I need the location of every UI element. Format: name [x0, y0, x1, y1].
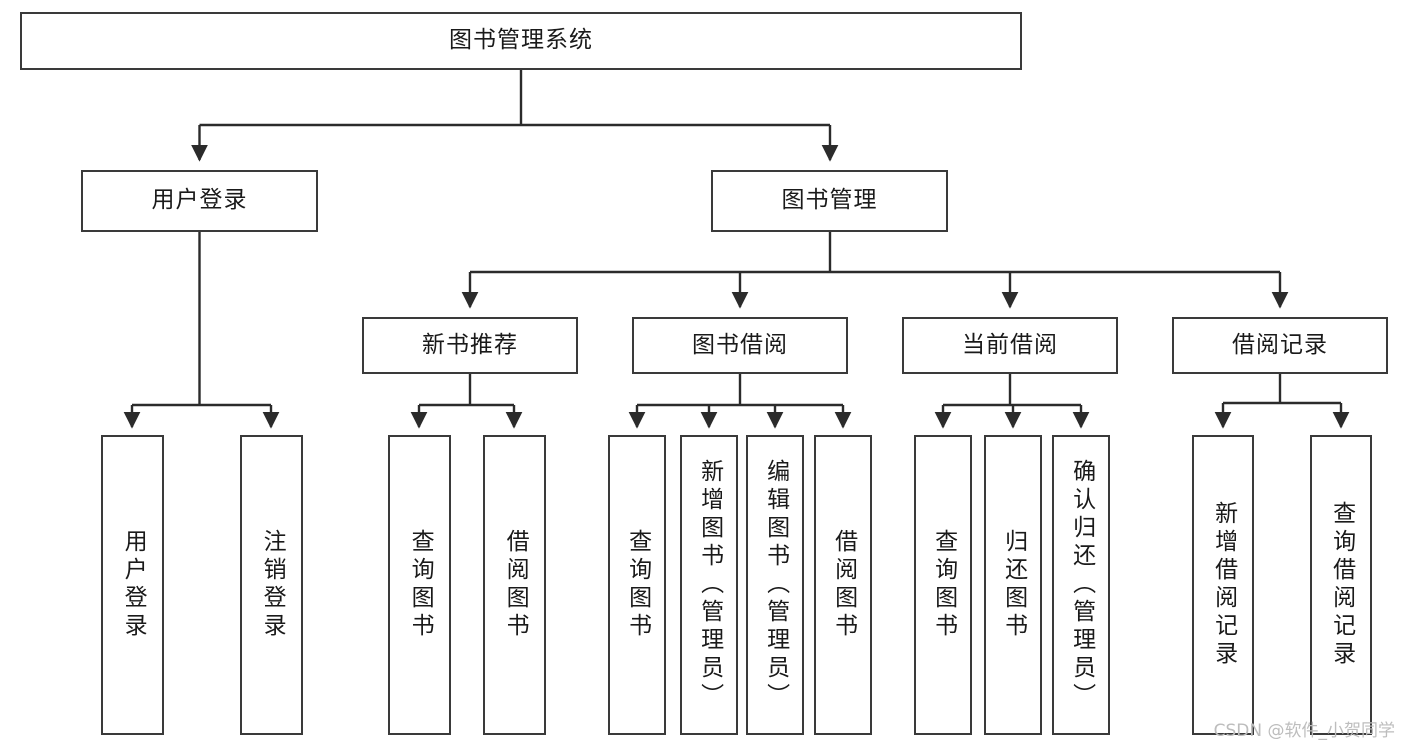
leaf-node-label: 确认归还（管理员）	[1068, 459, 1095, 711]
leaf-node[interactable]: 查询借阅记录	[1310, 435, 1372, 735]
node-root-system[interactable]: 图书管理系统	[20, 12, 1022, 70]
leaf-node-label: 借阅图书	[830, 529, 857, 641]
node-new-book-recommend[interactable]: 新书推荐	[362, 317, 578, 374]
leaf-node-label: 借阅图书	[502, 529, 529, 641]
leaf-node[interactable]: 用户登录	[101, 435, 164, 735]
leaf-node[interactable]: 新增借阅记录	[1192, 435, 1254, 735]
node-borrow-record-label: 借阅记录	[1232, 331, 1328, 358]
leaf-node-label: 查询图书	[930, 529, 957, 641]
leaf-node-label: 新增图书（管理员）	[696, 459, 723, 711]
leaf-node-label: 归还图书	[1000, 529, 1027, 641]
node-book-borrow-label: 图书借阅	[692, 331, 788, 358]
leaf-node-label: 编辑图书（管理员）	[762, 459, 789, 711]
node-root-label: 图书管理系统	[449, 27, 593, 54]
node-borrow-record[interactable]: 借阅记录	[1172, 317, 1388, 374]
node-book-management[interactable]: 图书管理	[711, 170, 948, 232]
leaf-node-label: 查询借阅记录	[1328, 501, 1355, 669]
leaf-node[interactable]: 查询图书	[608, 435, 666, 735]
leaf-node-label: 注销登录	[259, 529, 286, 641]
leaf-node[interactable]: 注销登录	[240, 435, 303, 735]
node-current-borrow-label: 当前借阅	[962, 331, 1058, 358]
node-current-borrow[interactable]: 当前借阅	[902, 317, 1118, 374]
leaf-node[interactable]: 确认归还（管理员）	[1052, 435, 1110, 735]
leaf-node-label: 新增借阅记录	[1210, 501, 1237, 669]
leaf-node[interactable]: 查询图书	[914, 435, 972, 735]
leaf-node-label: 查询图书	[624, 529, 651, 641]
node-book-management-label: 图书管理	[781, 187, 878, 214]
leaf-node[interactable]: 新增图书（管理员）	[680, 435, 738, 735]
node-user-login-label: 用户登录	[151, 187, 248, 214]
leaf-node[interactable]: 查询图书	[388, 435, 451, 735]
leaf-node[interactable]: 借阅图书	[483, 435, 546, 735]
leaf-node[interactable]: 借阅图书	[814, 435, 872, 735]
node-book-borrow[interactable]: 图书借阅	[632, 317, 848, 374]
leaf-node-label: 用户登录	[120, 529, 147, 641]
leaf-node[interactable]: 归还图书	[984, 435, 1042, 735]
node-user-login[interactable]: 用户登录	[81, 170, 318, 232]
leaf-node[interactable]: 编辑图书（管理员）	[746, 435, 804, 735]
leaf-node-label: 查询图书	[407, 529, 434, 641]
node-new-book-recommend-label: 新书推荐	[422, 331, 518, 358]
